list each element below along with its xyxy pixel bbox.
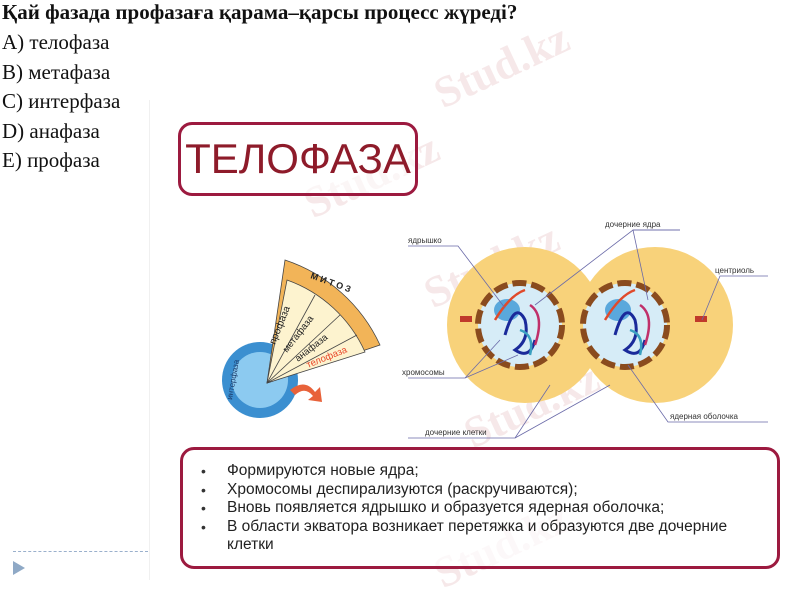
telophase-cell-diagram: ядрышко дочерние ядра центриоль хромосом… (402, 220, 768, 439)
play-arrow-icon[interactable] (13, 561, 25, 575)
question-text: Қай фазада профазаға қарама–қарсы процес… (2, 0, 518, 24)
dotted-separator (13, 551, 148, 552)
mitosis-fan-diagram: М И Т О З профаза метафаза анафаза телоф… (222, 259, 381, 418)
label-nuclear-envelope: ядерная оболочка (670, 412, 739, 421)
label-nucleolus: ядрышко (408, 236, 442, 245)
label-centriole: центриоль (715, 266, 754, 275)
mitosis-fan-icon (266, 259, 381, 384)
leader-lines (408, 229, 768, 439)
telophase-facts-box: Формируются новые ядра; Хромосомы деспир… (180, 447, 780, 569)
fact-item: Хромосомы деспирализуются (раскручиваютс… (201, 481, 777, 500)
option-b[interactable]: B) метафаза (2, 59, 111, 84)
nucleus-right-icon (580, 280, 670, 370)
fact-item: Формируются новые ядра; (201, 462, 777, 481)
label-daughter-nuclei: дочерние ядра (605, 220, 661, 229)
slide-title: ТЕЛОФАЗА (185, 135, 411, 182)
watermark: Stud.kz (426, 13, 577, 118)
answer-options: A) телофаза B) метафаза C) интерфаза D) … (2, 28, 120, 176)
centriole-icon (460, 316, 707, 322)
option-a[interactable]: A) телофаза (2, 30, 110, 54)
label-daughter-cells: дочерние клетки (425, 428, 487, 437)
slide-divider (149, 100, 150, 580)
option-c[interactable]: C) интерфаза (2, 89, 121, 113)
slide-title-box: ТЕЛОФАЗА (178, 122, 418, 196)
orange-arrow-icon (290, 384, 322, 402)
fact-item: Вновь появляется ядрышко и образуется яд… (201, 499, 777, 518)
option-e[interactable]: E) профаза (2, 148, 100, 172)
facts-list: Формируются новые ядра; Хромосомы деспир… (183, 450, 777, 555)
label-chromosomes: хромосомы (402, 368, 445, 377)
option-d[interactable]: D) анафаза (2, 118, 100, 143)
nucleus-left-icon (475, 280, 565, 370)
fact-item: В области экватора возникает перетяжка и… (201, 518, 777, 555)
